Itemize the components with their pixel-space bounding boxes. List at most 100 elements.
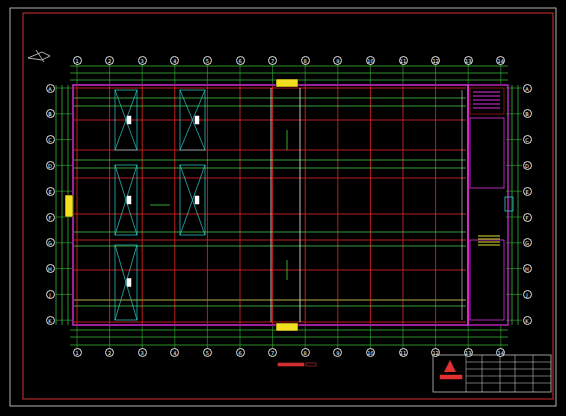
brace <box>180 165 205 235</box>
dimension-tick <box>435 326 436 350</box>
column-base <box>127 116 131 124</box>
drawing-frame <box>23 13 553 399</box>
door <box>65 195 73 217</box>
flow-arrow <box>150 205 170 206</box>
scale-bar <box>306 363 316 366</box>
annex-outline <box>468 85 508 325</box>
dimension-tick <box>109 326 110 350</box>
door <box>505 197 513 211</box>
axis-label: B <box>46 109 55 118</box>
stair <box>478 236 500 237</box>
grid-line <box>403 86 404 324</box>
dimension-line <box>518 85 519 325</box>
dimension-tick <box>207 326 208 350</box>
dimension-tick <box>56 113 72 114</box>
title-cell <box>466 376 551 377</box>
title-cell <box>466 383 551 384</box>
crane-rail <box>74 98 466 99</box>
dimension-tick <box>56 320 72 321</box>
axis-label: 3 <box>138 348 147 357</box>
axis-label: C <box>46 135 55 144</box>
grid-line <box>74 300 466 301</box>
north-arrow <box>28 50 50 62</box>
axis-label: A <box>523 84 532 93</box>
stair <box>478 239 500 240</box>
axis-label: 3 <box>138 56 147 65</box>
title-cell <box>482 355 483 392</box>
axis-label: 12 <box>431 348 440 357</box>
crane-rail <box>74 232 466 233</box>
axis-label: D <box>523 161 532 170</box>
stair <box>478 242 500 243</box>
aisle-line <box>271 88 272 322</box>
axis-label: 11 <box>399 56 408 65</box>
axis-label: A <box>46 84 55 93</box>
stair <box>473 100 500 101</box>
title-cell <box>466 369 551 370</box>
dimension-tick <box>272 326 273 350</box>
column-base <box>195 116 199 124</box>
dimension-tick <box>56 191 72 192</box>
title-cell <box>500 355 501 392</box>
dimension-line <box>62 85 63 325</box>
grid-line <box>74 322 466 323</box>
axis-label: 2 <box>105 56 114 65</box>
dimension-line <box>70 337 508 338</box>
grid-line <box>74 270 466 271</box>
axis-label: 13 <box>464 56 473 65</box>
dimension-line <box>70 345 508 346</box>
crane-rail <box>74 300 466 301</box>
crane-rail <box>74 160 466 161</box>
dimension-tick <box>142 326 143 350</box>
dimension-line <box>56 85 57 325</box>
axis-label: B <box>523 109 532 118</box>
grid-line <box>435 86 436 324</box>
axis-label: H <box>46 264 55 273</box>
axis-label: 9 <box>333 56 342 65</box>
dimension-tick <box>240 326 241 350</box>
brace <box>115 90 137 150</box>
grid-line <box>174 86 175 324</box>
axis-label: E <box>46 187 55 196</box>
axis-label: 14 <box>496 348 505 357</box>
dimension-tick <box>56 165 72 166</box>
door <box>276 79 298 87</box>
crane-rail <box>74 106 466 107</box>
grid-line <box>240 86 241 324</box>
axis-label: 4 <box>170 348 179 357</box>
grid-line <box>109 86 110 324</box>
brace <box>115 165 137 235</box>
axis-label: 5 <box>203 348 212 357</box>
grid-line <box>74 120 466 121</box>
axis-label: 10 <box>366 348 375 357</box>
dimension-line <box>70 73 508 74</box>
sheet-border <box>10 8 556 406</box>
crane-rail <box>74 168 466 169</box>
title-cell <box>515 355 516 392</box>
column-base <box>127 279 131 287</box>
axis-label: 6 <box>236 348 245 357</box>
grid-line <box>272 86 273 324</box>
axis-label: 4 <box>170 56 179 65</box>
axis-label: J <box>46 290 55 299</box>
title-cell <box>533 355 534 392</box>
axis-label: 5 <box>203 56 212 65</box>
column-base <box>127 196 131 204</box>
axis-label: 1 <box>73 56 82 65</box>
grid-line <box>142 86 143 324</box>
room <box>470 88 504 114</box>
stair <box>478 245 500 246</box>
stair <box>473 108 500 109</box>
dimension-line <box>70 66 508 67</box>
axis-label: G <box>523 238 532 247</box>
grid-line <box>74 88 466 89</box>
dimension-tick <box>370 326 371 350</box>
brace <box>115 165 137 235</box>
door <box>276 323 298 331</box>
flow-arrow <box>287 130 288 150</box>
axis-label: F <box>523 213 532 222</box>
grid-line <box>74 240 466 241</box>
axis-label: K <box>46 316 55 325</box>
axis-label: C <box>523 135 532 144</box>
